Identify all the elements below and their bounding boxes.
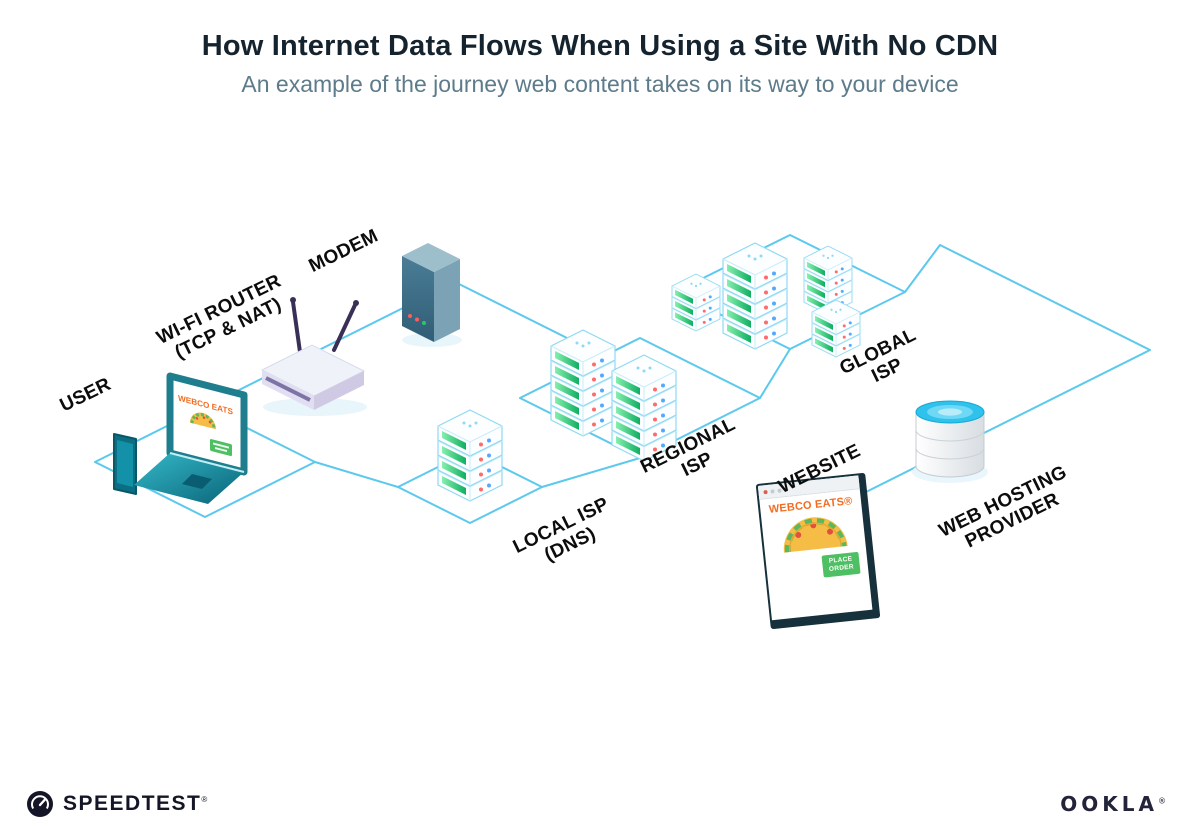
phone [113, 433, 137, 495]
footer: SPEEDTEST® OOKLA® [26, 790, 1170, 818]
header: How Internet Data Flows When Using a Sit… [0, 30, 1200, 98]
ookla-trademark: ® [1158, 796, 1170, 806]
speedtest-wordmark: SPEEDTEST® [63, 792, 209, 815]
user-laptop: WEBCO EATS [134, 372, 248, 504]
wifi-router [260, 297, 367, 416]
page-subtitle: An example of the journey web content ta… [241, 71, 959, 97]
router-antenna-right [332, 303, 357, 352]
local-isp-servers [437, 409, 503, 502]
laptop-screen-content: WEBCO EATS [178, 393, 233, 457]
website-browser-window: WEBCO EATS® PLACE ORDER [755, 472, 881, 630]
speedtest-trademark: ® [201, 795, 209, 804]
regional-isp-servers [550, 329, 677, 462]
speedtest-logo: SPEEDTEST® [26, 790, 209, 818]
taco-icon [783, 517, 848, 553]
browser-dot-icon [763, 489, 768, 494]
line-user-to-local-isp [314, 461, 399, 488]
router-antenna-left [291, 300, 302, 354]
line-regional-to-global [759, 348, 791, 399]
ookla-logo: OOKLA® [1060, 792, 1170, 816]
place-order-button: PLACE ORDER [821, 551, 861, 578]
speedtest-gauge-icon [27, 791, 53, 817]
browser-dot-icon [770, 488, 775, 494]
global-isp-servers [671, 242, 861, 358]
laptop-touchpad [182, 474, 212, 489]
website-content: WEBCO EATS® PLACE ORDER [759, 489, 868, 583]
line-local-to-regional [541, 457, 641, 488]
taco-icon-small [190, 412, 216, 430]
database-cylinder-icon [912, 400, 988, 483]
modem [402, 243, 462, 347]
line-modem-to-regional [454, 281, 576, 343]
page-title: How Internet Data Flows When Using a Sit… [201, 30, 999, 62]
ookla-wordmark: OOKLA [1060, 792, 1158, 816]
laptop-order-button [210, 439, 232, 457]
